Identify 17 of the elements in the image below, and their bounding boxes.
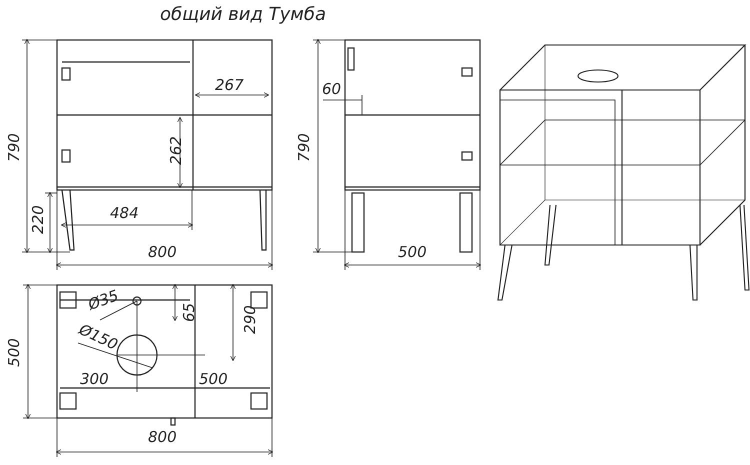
dimension-label: 790 bbox=[6, 133, 22, 162]
drawing-title: общий вид Тумба bbox=[160, 6, 326, 24]
dimension-label: 262 bbox=[168, 136, 184, 165]
dimension-label: 800 bbox=[148, 430, 177, 445]
dimension-label: 220 bbox=[30, 205, 46, 234]
dimension-label: 500 bbox=[199, 372, 228, 387]
dimension-label: Ø150 bbox=[76, 322, 120, 353]
dimension-label: 300 bbox=[80, 372, 109, 387]
dimension-label: 484 bbox=[110, 206, 139, 221]
dimension-label: 800 bbox=[148, 245, 177, 260]
dimension-label: 500 bbox=[6, 338, 22, 367]
dimension-label: 500 bbox=[398, 245, 427, 260]
dimension-label: 267 bbox=[215, 78, 244, 93]
dimension-label: 790 bbox=[296, 133, 312, 162]
dimension-label: 290 bbox=[242, 305, 258, 334]
dimension-label: 60 bbox=[322, 82, 342, 97]
dimension-label: 65 bbox=[182, 302, 198, 322]
